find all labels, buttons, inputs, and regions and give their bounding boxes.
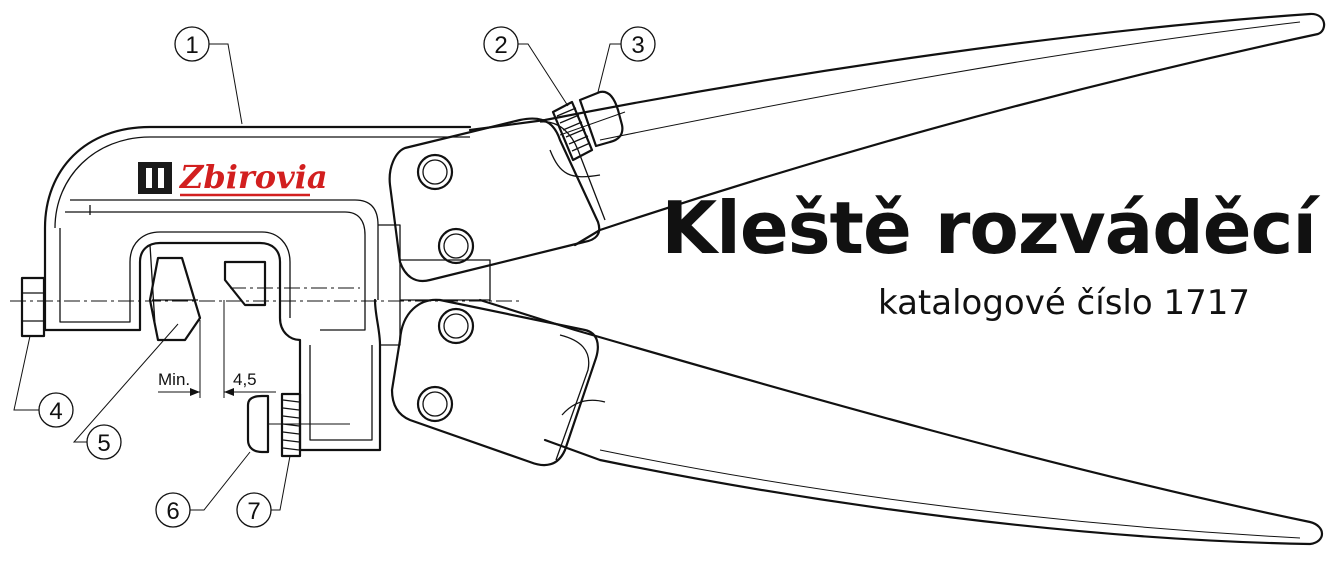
- pin-upper-1: [416, 153, 454, 191]
- logo-text: Zbirovia: [178, 158, 328, 196]
- callout-6: 6: [155, 451, 251, 528]
- callout-1: 1: [174, 26, 243, 125]
- lower-handle: [478, 298, 1324, 546]
- adjusting-screw-lower: [246, 394, 270, 454]
- callout-5: 5: [72, 323, 179, 460]
- adjusting-screw-upper: [559, 90, 626, 148]
- svg-text:5: 5: [97, 430, 110, 457]
- hex-nut: [20, 276, 46, 338]
- svg-text:3: 3: [631, 32, 644, 59]
- pin-lower-1: [437, 307, 475, 345]
- dimension-label: Min.: [158, 370, 190, 389]
- upper-link-plate: [388, 117, 606, 283]
- catalog-number: katalogové číslo 1717: [877, 283, 1250, 323]
- logo: Zbirovia: [138, 158, 328, 197]
- product-title: Kleště rozváděcí: [661, 186, 1317, 270]
- upper-handle: [468, 12, 1326, 247]
- pin-upper-2: [437, 227, 475, 265]
- svg-text:7: 7: [247, 498, 260, 525]
- logo-emblem-icon: [138, 162, 172, 194]
- svg-text:2: 2: [494, 32, 507, 59]
- callout-7: 7: [236, 455, 291, 528]
- jaw-left: [148, 256, 202, 342]
- callout-4: 4: [13, 335, 74, 428]
- callout-2: 2: [483, 26, 569, 107]
- svg-text:4: 4: [49, 398, 62, 425]
- dimension-annotation: Min. 4,5: [158, 300, 276, 398]
- knurled-nut-lower: [268, 392, 350, 458]
- dimension-value: 4,5: [233, 370, 257, 389]
- lower-link-plate: [390, 298, 606, 467]
- jaw-right: [223, 260, 267, 307]
- svg-text:1: 1: [185, 32, 198, 59]
- knurled-nut-upper: [551, 100, 594, 162]
- callout-3: 3: [597, 26, 656, 93]
- pin-lower-2: [416, 385, 454, 423]
- svg-text:6: 6: [166, 498, 179, 525]
